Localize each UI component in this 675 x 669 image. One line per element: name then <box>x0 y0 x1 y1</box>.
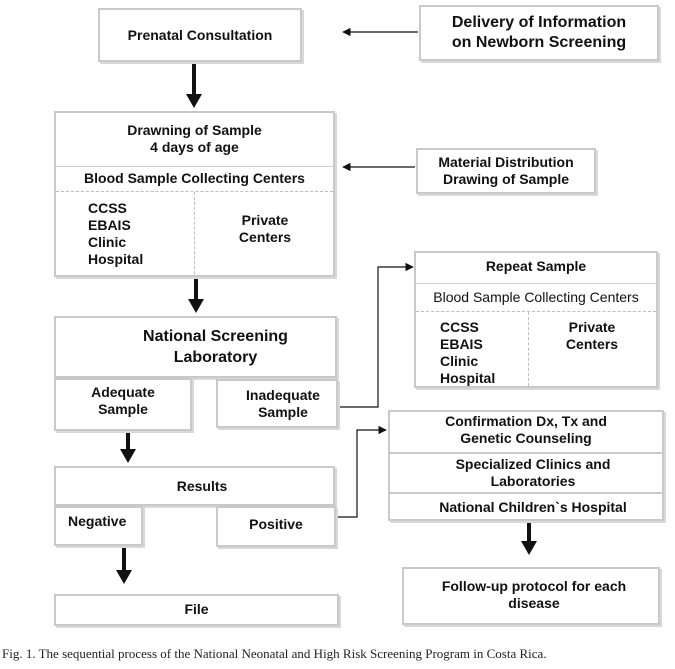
negative-label: Negative <box>68 513 127 529</box>
divider <box>390 452 662 454</box>
repeat-sample-box <box>414 251 658 388</box>
repeat-sample-title: Repeat Sample <box>485 257 587 274</box>
arrow-prenatal-to-drawing <box>186 62 202 108</box>
divider <box>528 312 529 386</box>
file-box <box>54 594 339 626</box>
material-distribution-label: Material Distribution Drawing of Sample <box>438 154 574 187</box>
connector-inadequate-to-repeat <box>338 262 414 408</box>
repeat-centers-header: Blood Sample Collecting Centers <box>433 288 639 305</box>
positive-label: Positive <box>249 515 303 532</box>
inadequate-sample-box <box>216 379 338 428</box>
adequate-sample-label: Adequate Sample <box>91 384 155 417</box>
confirmation-box <box>388 410 664 521</box>
repeat-private-centers-label: Private Centers <box>565 319 619 352</box>
screening-lab-box <box>54 316 337 378</box>
divider <box>194 192 195 274</box>
divider <box>390 492 662 494</box>
prenatal-consultation-box <box>98 8 302 62</box>
figure-caption: Fig. 1. The sequential process of the Na… <box>2 646 547 661</box>
arrow-adequate-to-results <box>120 431 136 463</box>
follow-up-label: Follow-up protocol for each disease <box>441 578 627 611</box>
negative-box <box>54 506 143 546</box>
centers-header: Blood Sample Collecting Centers <box>84 169 305 186</box>
results-label: Results <box>176 477 228 494</box>
arrow-drawing-to-lab <box>188 279 204 313</box>
adequate-sample-box <box>54 378 192 431</box>
divider <box>416 283 656 284</box>
public-centers-list: CCSS EBAIS Clinic Hospital <box>88 200 144 267</box>
divider <box>56 191 333 192</box>
delivery-information-label: Delivery of Information on Newborn Scree… <box>451 14 627 51</box>
arrow-negative-to-file <box>116 548 132 584</box>
private-centers-label: Private Centers <box>238 212 292 245</box>
file-label: File <box>184 600 209 617</box>
connector-positive-to-confirmation <box>336 425 387 518</box>
divider <box>56 166 333 167</box>
follow-up-box <box>402 567 660 625</box>
results-box <box>54 466 335 506</box>
inadequate-sample-label: Inadequate Sample <box>246 387 320 420</box>
delivery-information-box <box>419 5 659 61</box>
screening-lab-label: National Screening Laboratory <box>143 328 288 366</box>
prenatal-consultation-label: Prenatal Consultation <box>127 26 273 43</box>
material-distribution-box <box>416 148 596 194</box>
confirmation-label: Confirmation Dx, Tx and Genetic Counseli… <box>445 413 607 446</box>
divider <box>416 311 656 312</box>
specialized-clinics-label: Specialized Clinics and Laboratories <box>455 456 611 489</box>
positive-box <box>216 506 336 547</box>
repeat-public-centers-list: CCSS EBAIS Clinic Hospital <box>440 319 496 386</box>
childrens-hospital-label: National Children`s Hospital <box>439 498 627 515</box>
drawing-sample-title: Drawning of Sample 4 days of age <box>127 122 262 155</box>
arrow-confirmation-to-followup <box>521 523 537 555</box>
